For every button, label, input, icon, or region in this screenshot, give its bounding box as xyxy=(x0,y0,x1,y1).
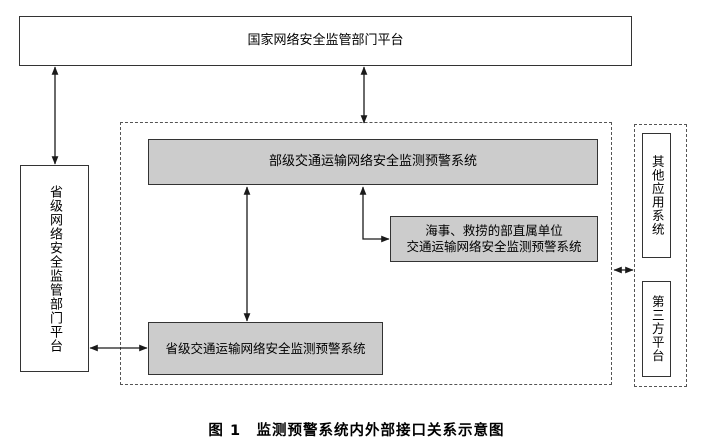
node-other-app-system[interactable]: 其他应用系统 xyxy=(642,133,671,258)
node-maritime-system-label-line2: 交通运输网络安全监测预警系统 xyxy=(406,239,582,254)
node-ministry-system[interactable]: 部级交通运输网络安全监测预警系统 xyxy=(148,139,598,185)
node-provincial-transport-system-label: 省级交通运输网络安全监测预警系统 xyxy=(165,340,366,356)
node-provincial-transport-system[interactable]: 省级交通运输网络安全监测预警系统 xyxy=(148,322,383,375)
node-maritime-system-label-line1: 海事、救捞的部直属单位 xyxy=(425,223,563,239)
node-ministry-system-label: 部级交通运输网络安全监测预警系统 xyxy=(268,153,477,169)
node-third-party-platform[interactable]: 第三方平台 xyxy=(642,281,671,377)
node-national-platform-label: 国家网络安全监管部门平台 xyxy=(247,32,404,48)
node-third-party-platform-label: 第三方平台 xyxy=(649,295,665,363)
external-systems-boundary xyxy=(634,124,687,387)
figure-caption: 图 1 监测预警系统内外部接口关系示意图 xyxy=(208,423,505,439)
node-provincial-platform-label: 省级网络安全监管部门平台 xyxy=(47,184,62,353)
node-other-app-system-label: 其他应用系统 xyxy=(649,155,665,236)
node-provincial-platform[interactable]: 省级网络安全监管部门平台 xyxy=(20,165,89,372)
node-national-platform[interactable]: 国家网络安全监管部门平台 xyxy=(19,16,632,66)
node-maritime-system[interactable]: 海事、救捞的部直属单位 交通运输网络安全监测预警系统 xyxy=(390,216,598,262)
